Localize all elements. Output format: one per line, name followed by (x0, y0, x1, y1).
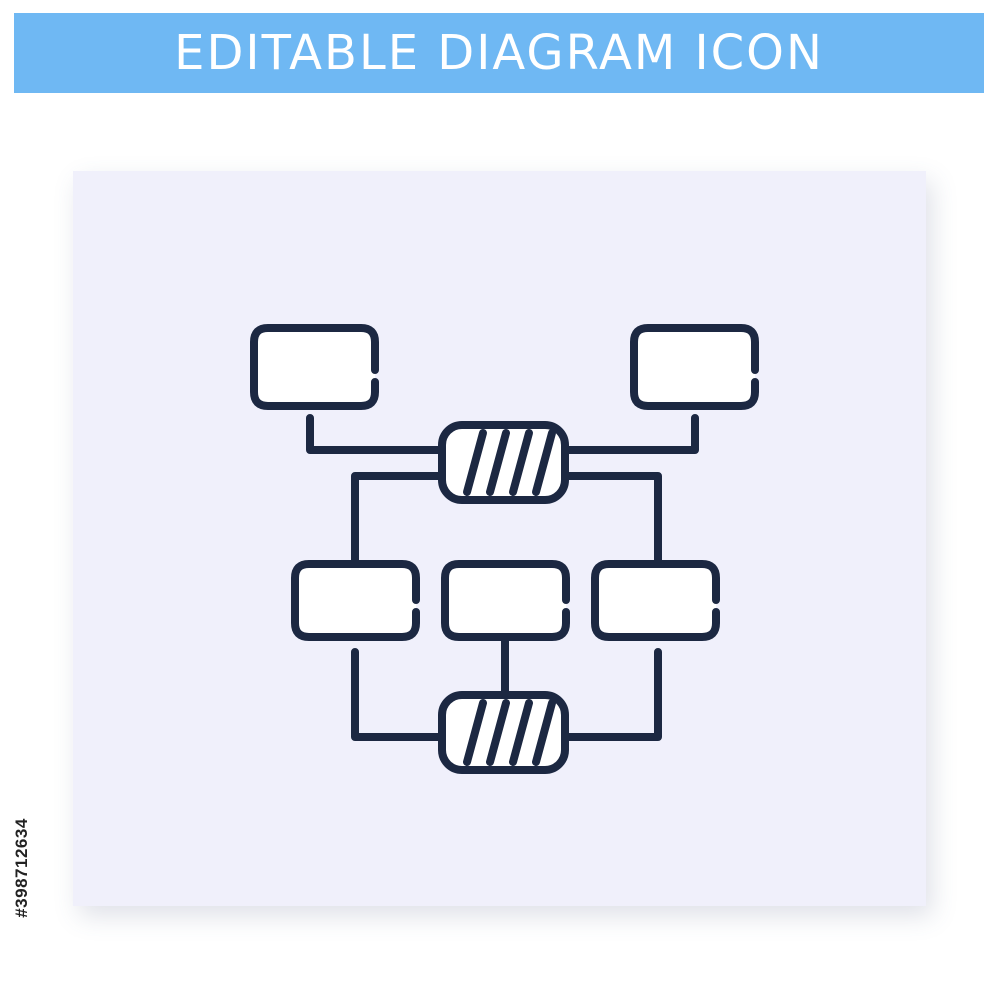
bottom-striped-connector (438, 691, 569, 774)
top-left-box (250, 324, 379, 410)
connector-lines (306, 414, 699, 741)
stock-id-label: #398712634 (8, 765, 36, 970)
middle-right-box (591, 560, 720, 641)
banner-title: EDITABLE DIAGRAM ICON (174, 25, 824, 81)
middle-center-box (441, 560, 570, 641)
stock-id-text: #398712634 (12, 817, 32, 918)
top-right-box (630, 324, 759, 410)
icon-card (73, 171, 926, 906)
middle-left-box (291, 560, 420, 641)
title-banner: EDITABLE DIAGRAM ICON (14, 13, 984, 93)
top-striped-connector (438, 421, 569, 504)
